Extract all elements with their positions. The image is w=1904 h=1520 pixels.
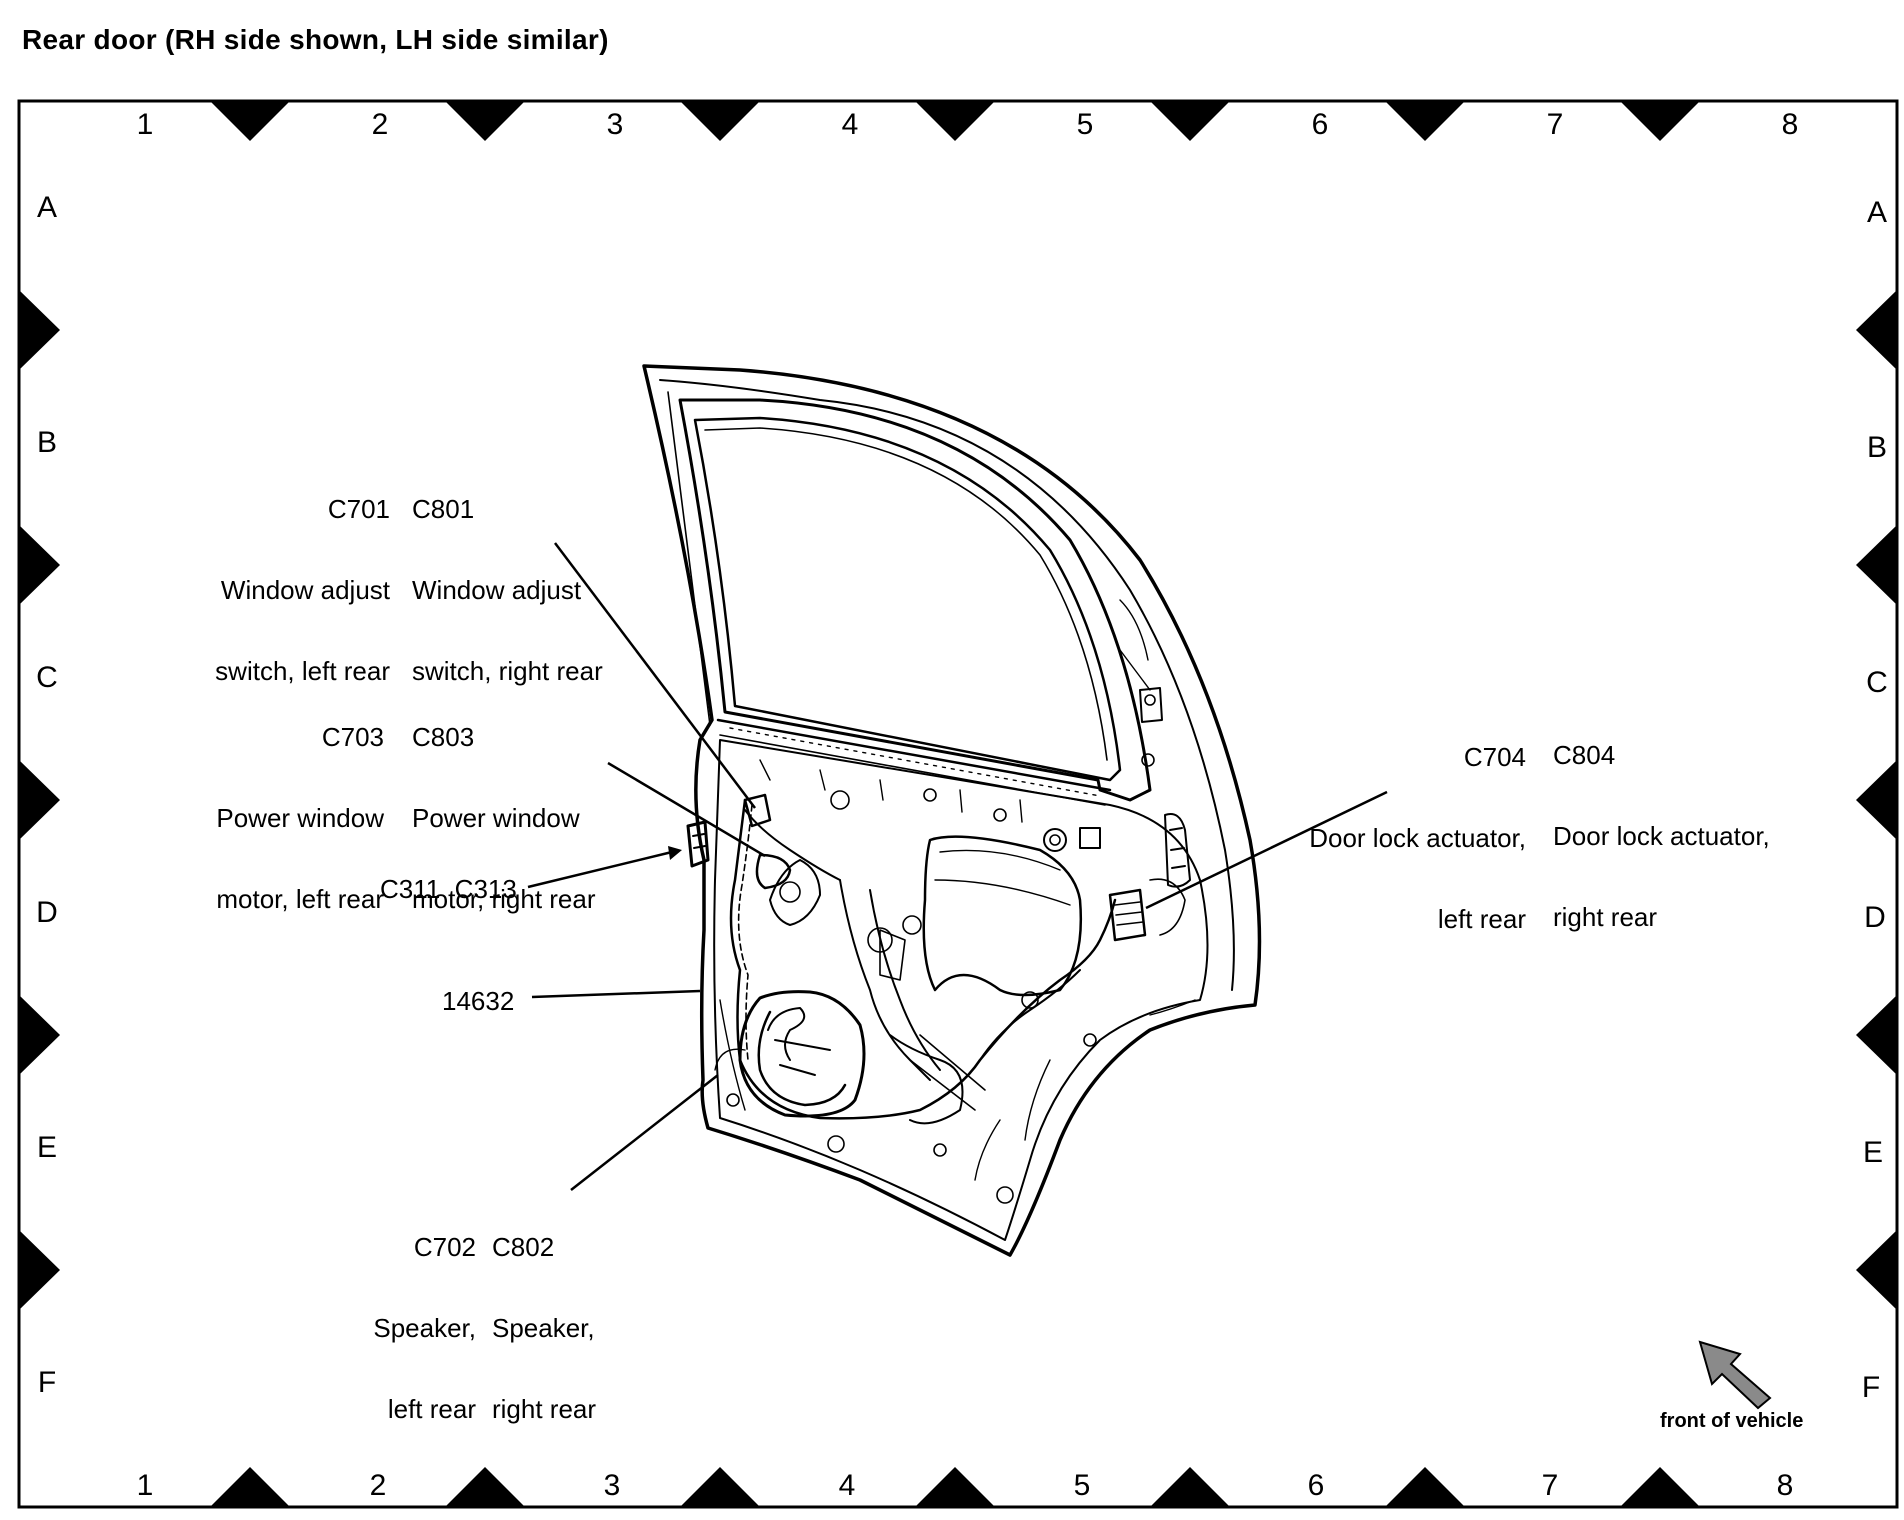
callout-desc: right rear (1553, 902, 1658, 932)
callout-desc: Power window (216, 803, 384, 833)
door-illustration (642, 364, 1262, 1257)
callout-desc: right rear (492, 1394, 597, 1424)
connector-c311-c313 (686, 820, 710, 868)
callout-desc: Speaker, (373, 1313, 476, 1343)
col-label-top: 1 (137, 108, 154, 141)
col-label-bottom: 3 (604, 1469, 621, 1502)
page-title: Rear door (RH side shown, LH side simila… (22, 24, 609, 55)
callout-c703: C703 Power window motor, left rear (190, 670, 384, 940)
callout-code: C802 (492, 1232, 555, 1262)
col-label-top: 3 (607, 108, 624, 141)
callout-desc: Power window (412, 803, 580, 833)
callout-code: C803 (412, 722, 475, 752)
callout-desc: Window adjust (220, 575, 390, 605)
callout-leaders (527, 542, 1388, 1191)
callout-code: C703 (321, 722, 384, 752)
leader-door-lock (1145, 790, 1388, 910)
col-label-top: 5 (1077, 108, 1094, 141)
leader-harness (531, 989, 701, 999)
row-label-right: E (1863, 1136, 1883, 1169)
row-label-left: D (36, 896, 58, 929)
col-label-bottom: 7 (1542, 1469, 1559, 1502)
inner-panel (713, 739, 1209, 1241)
col-label-top: 6 (1312, 108, 1329, 141)
row-label-right: F (1862, 1371, 1880, 1404)
door-outer-outline (642, 364, 1262, 1257)
front-of-vehicle-label: front of vehicle (1660, 1410, 1804, 1432)
window-opening (693, 416, 1122, 782)
row-label-left: F (38, 1366, 56, 1399)
col-label-bottom: 1 (137, 1469, 154, 1502)
row-label-left: C (36, 661, 58, 694)
callout-desc: motor, right rear (412, 884, 596, 914)
callout-desc: left rear (1437, 904, 1526, 934)
top-zone-markers (210, 101, 1700, 141)
leader-window-switch (554, 542, 756, 809)
col-label-bottom: 4 (839, 1469, 856, 1502)
lock-actuator (1108, 888, 1147, 942)
col-label-top: 2 (372, 108, 389, 141)
callout-c802: C802 Speaker, right rear (492, 1180, 596, 1450)
col-label-top: 7 (1547, 108, 1564, 141)
callout-desc: left rear (387, 1394, 476, 1424)
callout-c704: C704 Door lock actuator, left rear (1270, 690, 1526, 960)
callout-desc: Speaker, (492, 1313, 595, 1343)
col-label-bottom: 8 (1777, 1469, 1794, 1502)
callout-c803: C803 Power window motor, right rear (412, 670, 596, 940)
left-zone-markers (19, 290, 60, 1310)
callout-code: C702 (413, 1232, 476, 1262)
right-zone-markers (1856, 290, 1897, 1310)
callout-desc: switch, left rear (215, 656, 390, 686)
row-label-left: A (37, 191, 57, 224)
callout-c702: C702 Speaker, left rear (330, 1180, 476, 1450)
row-label-left: E (37, 1131, 57, 1164)
front-of-vehicle-arrow-icon (1698, 1340, 1772, 1410)
callout-c804: C804 Door lock actuator, right rear (1553, 688, 1770, 958)
col-label-top: 4 (842, 108, 859, 141)
col-label-bottom: 5 (1074, 1469, 1091, 1502)
wiring-harness (729, 798, 1117, 1120)
row-label-left: B (37, 426, 57, 459)
callout-code: C801 (412, 494, 475, 524)
callout-c801: C801 Window adjust switch, right rear (412, 442, 603, 712)
callout-code: C701 (327, 494, 390, 524)
leader-speaker (570, 1074, 719, 1191)
callout-c701: C701 Window adjust switch, left rear (190, 442, 390, 712)
window-frame-outer (678, 398, 1152, 802)
access-opening (922, 835, 1083, 997)
callout-c311-c313: C311 C313 (380, 874, 517, 904)
row-label-right: C (1866, 666, 1888, 699)
col-label-bottom: 6 (1308, 1469, 1325, 1502)
callout-code: C804 (1553, 740, 1616, 770)
leader-arrowhead (668, 846, 682, 860)
callout-desc: Door lock actuator, (1553, 821, 1770, 851)
bottom-zone-markers (210, 1467, 1700, 1507)
row-label-right: A (1867, 196, 1887, 229)
callout-harness-14632: 14632 (442, 986, 515, 1016)
callout-desc: Window adjust (412, 575, 582, 605)
leader-window-motor (607, 761, 766, 858)
callout-desc: Door lock actuator, (1309, 823, 1526, 853)
callout-desc: motor, left rear (216, 884, 384, 914)
row-label-right: B (1867, 431, 1887, 464)
row-label-right: D (1864, 901, 1886, 934)
callout-desc: switch, right rear (412, 656, 603, 686)
col-label-top: 8 (1782, 108, 1799, 141)
callout-code: C704 (1463, 742, 1526, 772)
col-label-bottom: 2 (370, 1469, 387, 1502)
leader-c311-c313 (527, 850, 673, 889)
